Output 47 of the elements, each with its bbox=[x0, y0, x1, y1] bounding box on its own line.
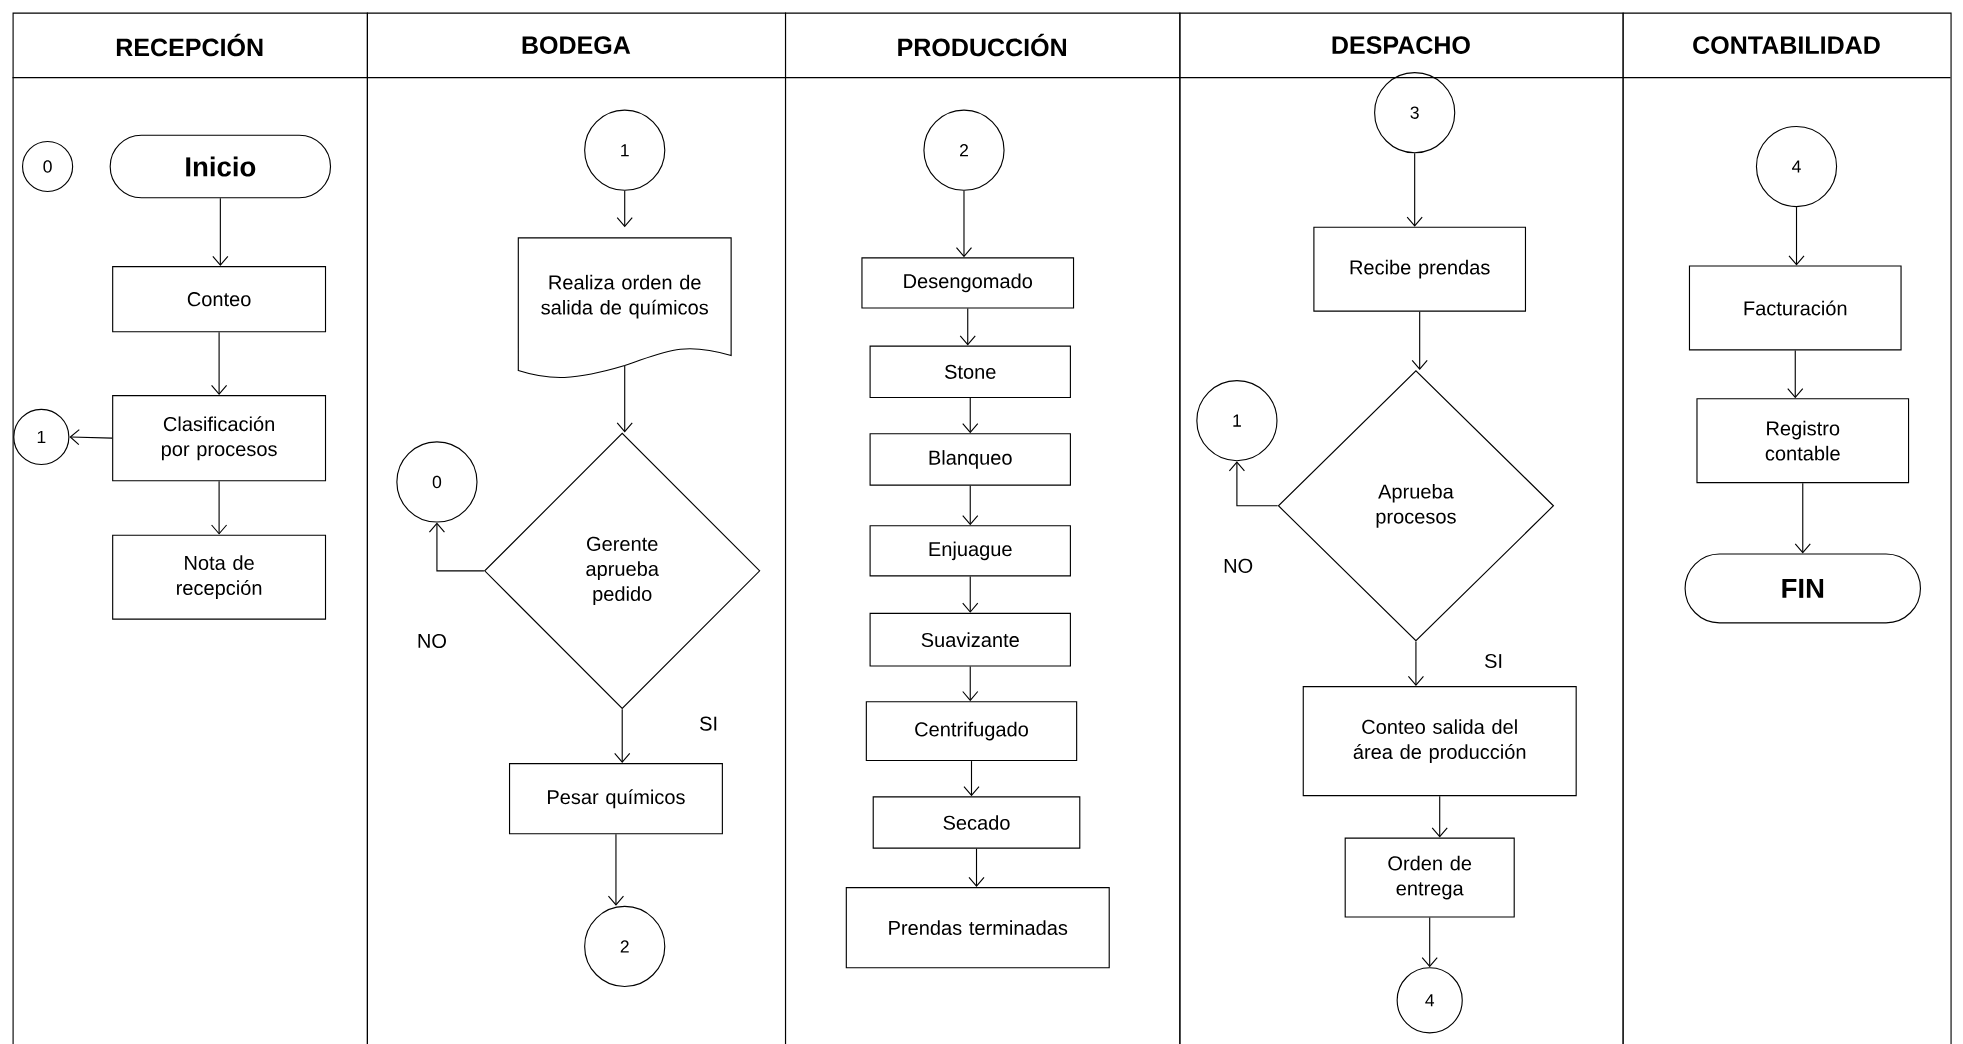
arrow bbox=[1407, 640, 1424, 687]
arrow bbox=[1431, 795, 1448, 838]
arrow bbox=[1794, 482, 1811, 554]
arrow bbox=[69, 429, 113, 446]
arrow bbox=[212, 197, 229, 267]
arrow bbox=[1788, 206, 1805, 266]
arrow bbox=[1421, 917, 1438, 968]
arrow bbox=[962, 575, 979, 613]
edge-label: SI bbox=[1482, 652, 1505, 670]
process-box: Pesar químicos bbox=[508, 763, 723, 835]
process-box: Desengomado bbox=[861, 257, 1075, 309]
arrow bbox=[1406, 152, 1423, 227]
arrow bbox=[614, 708, 631, 764]
edge-label: NO bbox=[415, 632, 449, 650]
process-box: Suavizante bbox=[869, 612, 1071, 667]
arrow bbox=[607, 833, 625, 906]
process-box: Conteo salida del área de producción bbox=[1302, 686, 1577, 797]
arrow bbox=[959, 307, 976, 346]
arrow bbox=[963, 760, 980, 797]
edge-label: NO bbox=[1221, 557, 1255, 575]
arrow bbox=[211, 331, 228, 395]
arrow bbox=[1787, 349, 1804, 399]
process-box: Clasificación por procesos bbox=[112, 395, 327, 482]
arrow bbox=[428, 522, 485, 572]
arrow bbox=[962, 397, 979, 434]
arrow bbox=[955, 190, 973, 258]
process-box: Conteo bbox=[112, 266, 327, 333]
arrow bbox=[211, 480, 228, 535]
process-box: Facturación bbox=[1688, 265, 1902, 351]
process-box: Secado bbox=[872, 796, 1081, 849]
process-box: Nota de recepción bbox=[112, 534, 327, 620]
process-box: Orden de entrega bbox=[1344, 837, 1515, 918]
arrow bbox=[1228, 461, 1279, 507]
arrow bbox=[616, 365, 633, 433]
process-box: Blanqueo bbox=[869, 433, 1071, 486]
process-box: Prendas terminadas bbox=[845, 887, 1110, 969]
process-box: Registro contable bbox=[1696, 398, 1910, 484]
process-box: Stone bbox=[869, 345, 1071, 398]
arrow bbox=[962, 666, 979, 702]
process-box: Recibe prendas bbox=[1313, 226, 1527, 312]
arrow bbox=[962, 485, 979, 526]
arrow bbox=[1411, 311, 1428, 370]
arrow bbox=[616, 190, 633, 228]
process-box: Enjuague bbox=[869, 525, 1071, 577]
process-box: Centrifugado bbox=[865, 701, 1078, 762]
edge-label: SI bbox=[697, 715, 720, 732]
arrow bbox=[968, 848, 985, 887]
